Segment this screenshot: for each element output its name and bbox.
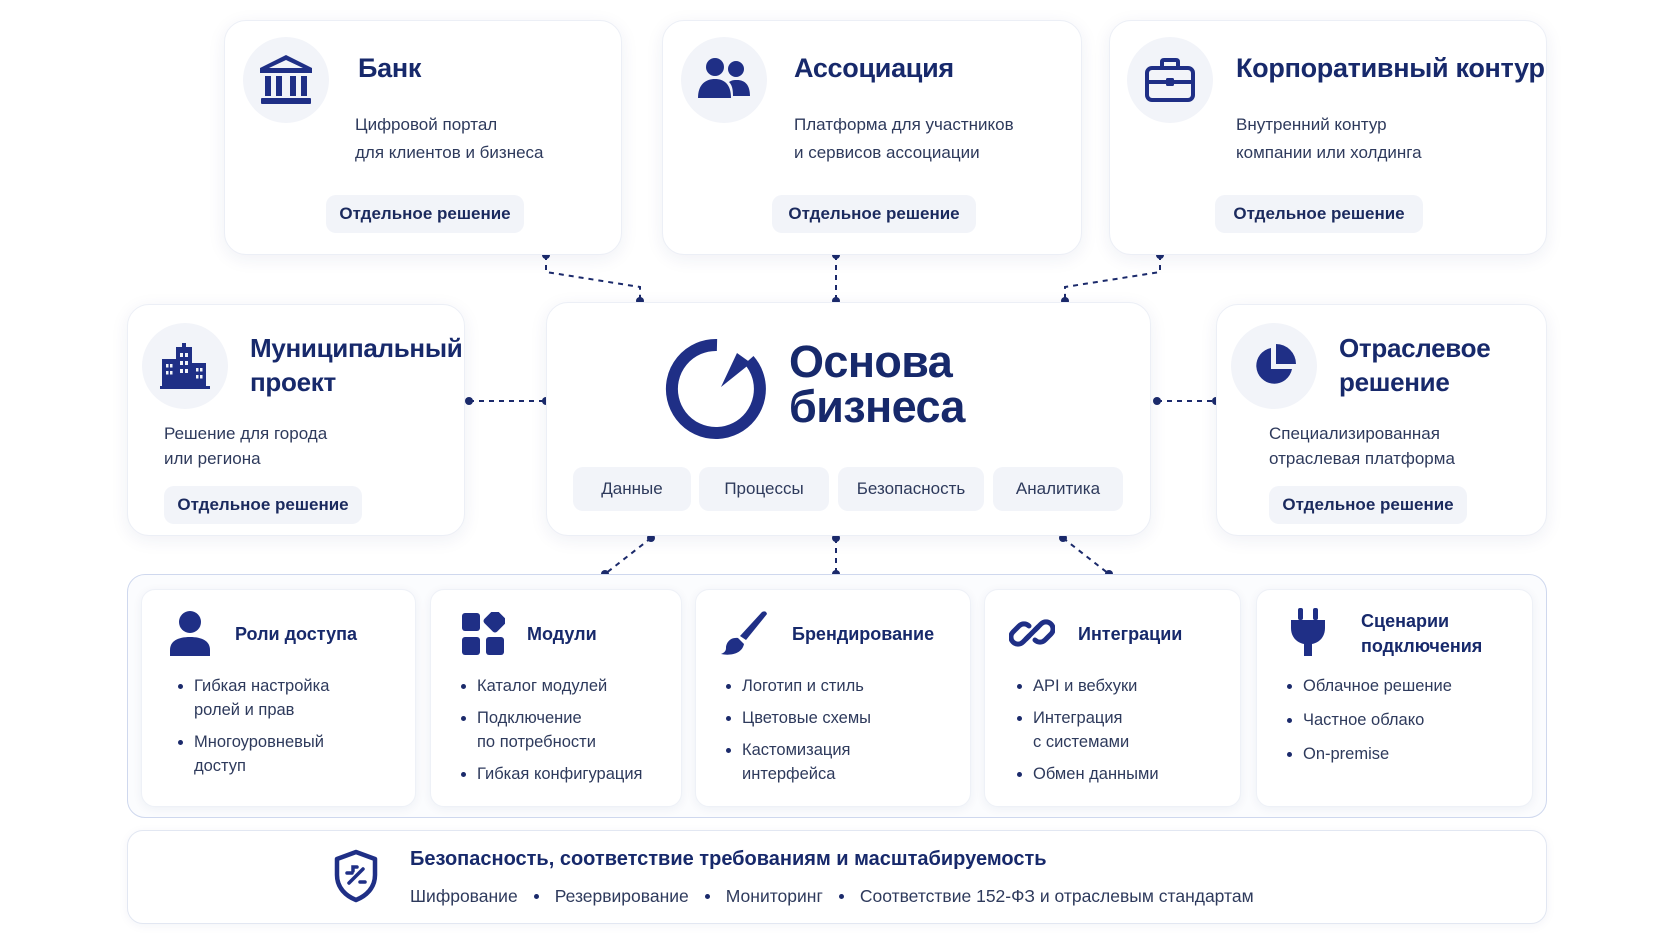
list-item: Обмен данными (1015, 762, 1159, 786)
shield-percent-icon (334, 849, 378, 903)
tag-processes: Процессы (699, 467, 829, 511)
card-description: Специализированная отраслевая платформа (1269, 424, 1455, 468)
list-item: Облачное решение (1285, 674, 1452, 698)
connector-features-left (604, 537, 652, 575)
connector-bank (545, 255, 641, 301)
feature-branding: Брендирование Логотип и стиль Цветовые с… (695, 589, 971, 807)
platform-logo-text: Основа бизнеса (789, 336, 965, 432)
separator-dot (533, 894, 539, 899)
standalone-solution-badge: Отдельное решение (1269, 486, 1467, 524)
tag-security: Безопасность (838, 467, 984, 511)
feature-list: Облачное решение Частное облако On-premi… (1285, 674, 1452, 774)
standalone-solution-badge: Отдельное решение (772, 195, 976, 233)
security-items: Шифрование Резервирование Мониторинг Соо… (410, 886, 1254, 907)
modules-grid-icon (462, 612, 505, 655)
card-title: Банк (358, 53, 422, 83)
users-icon-circle (681, 37, 767, 123)
tag-data: Данные (573, 467, 691, 511)
pie-icon-circle (1231, 323, 1317, 409)
standalone-solution-badge: Отдельное решение (164, 486, 362, 524)
users-icon (698, 58, 750, 98)
card-title: Ассоциация (794, 53, 954, 83)
city-buildings-icon (160, 343, 210, 389)
card-description: Решение для города или региона (164, 424, 328, 468)
card-description: Цифровой портал для клиентов и бизнеса (355, 115, 544, 162)
feature-title: Модули (527, 624, 597, 644)
feature-connection-scenarios: Сценарии подключения Облачное решение Ча… (1256, 589, 1533, 807)
feature-title: Роли доступа (235, 624, 357, 644)
card-title: Корпоративный контур (1236, 53, 1545, 83)
paintbrush-icon (721, 611, 767, 655)
standalone-solution-badge: Отдельное решение (1215, 195, 1423, 233)
pie-chart-icon (1256, 344, 1296, 384)
user-icon (170, 611, 210, 656)
card-title: Муниципальный проект (250, 333, 463, 397)
connector-corporate (1064, 255, 1161, 301)
connector-features-right (1062, 537, 1110, 575)
card-description: Внутренний контур компании или холдинга (1236, 115, 1422, 162)
card-corporate: Корпоративный контур Внутренний контур к… (1109, 20, 1547, 255)
bank-icon (260, 55, 312, 104)
list-item: Каталог модулей (459, 674, 642, 698)
card-industry: Отраслевое решение Специализированная от… (1216, 304, 1547, 536)
feature-list: Логотип и стиль Цветовые схемы Кастомиза… (724, 674, 871, 794)
card-association: Ассоциация Платформа для участников и се… (662, 20, 1082, 255)
list-item: Частное облако (1285, 708, 1452, 732)
bank-icon-circle (243, 37, 329, 123)
card-title: Отраслевое решение (1339, 333, 1491, 397)
security-title: Безопасность, соответствие требованиям и… (410, 848, 1047, 870)
briefcase-icon-circle (1127, 37, 1213, 123)
feature-title: Брендирование (792, 624, 935, 644)
tag-analytics: Аналитика (993, 467, 1123, 511)
card-description: Платформа для участников и сервисов ассо… (794, 115, 1014, 162)
link-icon (1009, 619, 1055, 647)
list-item: API и вебхуки (1015, 674, 1159, 698)
card-municipal: Муниципальный проект Решение для города … (127, 304, 465, 536)
card-core-platform: Основа бизнеса Данные Процессы Безопасно… (546, 302, 1151, 536)
feature-title: Сценарии подключения (1361, 611, 1483, 656)
security-item: Шифрование (410, 886, 518, 906)
security-item: Резервирование (554, 886, 689, 906)
briefcase-icon (1145, 58, 1195, 102)
list-item: Логотип и стиль (724, 674, 871, 698)
card-bank: Банк Цифровой портал для клиентов и бизн… (224, 20, 622, 255)
platform-logo-icon (665, 338, 766, 439)
separator-dot (704, 894, 710, 899)
city-icon-circle (142, 323, 228, 409)
list-item: Цветовые схемы (724, 706, 871, 730)
security-bar: Безопасность, соответствие требованиям и… (127, 830, 1547, 924)
security-item: Соответствие 152-ФЗ и отраслевым стандар… (859, 886, 1254, 906)
security-item: Мониторинг (725, 886, 823, 906)
plug-icon (1291, 608, 1325, 656)
separator-dot (838, 894, 844, 899)
list-item: On-premise (1285, 742, 1452, 766)
standalone-solution-badge: Отдельное решение (326, 195, 524, 233)
feature-title: Интеграции (1078, 624, 1183, 644)
list-item: Гибкая конфигурация (459, 762, 642, 786)
